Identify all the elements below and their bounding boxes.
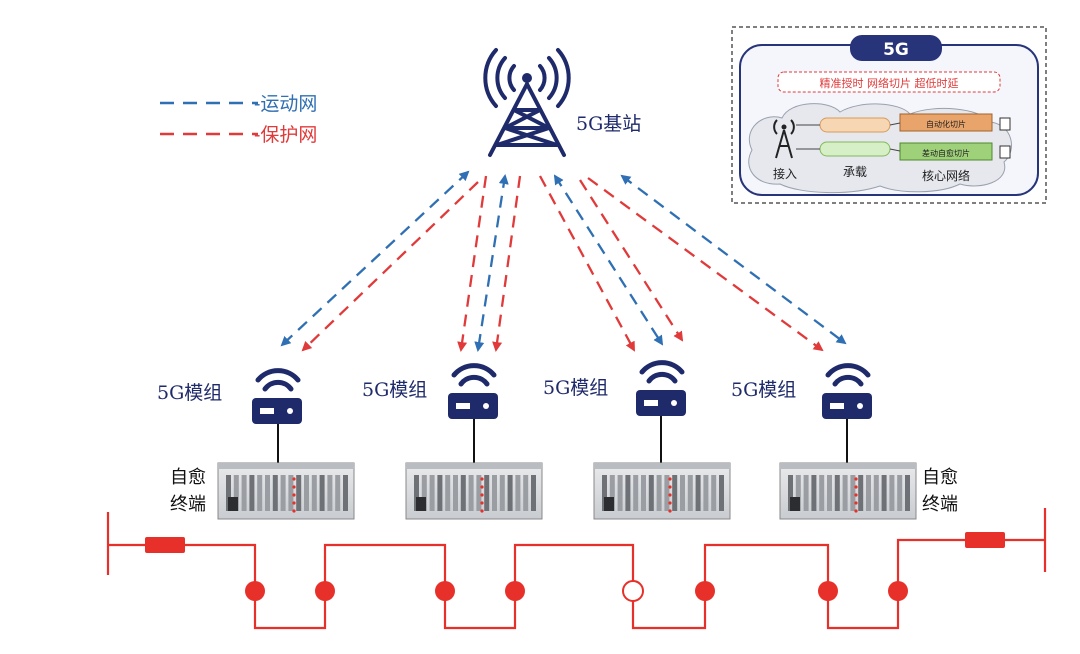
switch-closed bbox=[888, 581, 908, 601]
router-icon bbox=[252, 368, 302, 424]
terminal-device bbox=[779, 462, 917, 520]
switch-closed bbox=[315, 581, 335, 601]
base-station-label: 5G基站 bbox=[576, 113, 641, 135]
link-arrows bbox=[280, 170, 847, 352]
inset-slice-bottom: 差动自愈切片 bbox=[922, 148, 970, 158]
inset-5g-panel: 5G 精准授时 网络切片 超低时延 自动化切片 差动自愈切片 接入 承载 核心网… bbox=[731, 26, 1047, 204]
legend: -运动网 -保护网 bbox=[160, 93, 317, 146]
distribution-line bbox=[106, 508, 1047, 630]
cell-tower-icon bbox=[483, 48, 571, 157]
module-label: 5G模组 bbox=[362, 379, 427, 401]
breaker-right bbox=[965, 532, 1005, 548]
switch-closed bbox=[435, 581, 455, 601]
legend-label-motion: -运动网 bbox=[254, 93, 317, 115]
switch-closed bbox=[818, 581, 838, 601]
legend-label-protection: -保护网 bbox=[254, 124, 317, 146]
terminal-label-right-1: 自愈 bbox=[922, 467, 958, 488]
module-label: 5G模组 bbox=[157, 382, 222, 404]
terminal-racks bbox=[217, 462, 917, 520]
inset-features: 精准授时 网络切片 超低时延 bbox=[820, 76, 959, 90]
switch-open bbox=[622, 580, 644, 602]
terminal-device bbox=[593, 462, 731, 520]
module-4: 5G模组 bbox=[731, 363, 872, 463]
switch-closed bbox=[245, 581, 265, 601]
terminal-label-left-2: 终端 bbox=[170, 494, 206, 515]
breakers bbox=[145, 532, 1005, 553]
router-icon bbox=[448, 363, 498, 419]
module-1: 5G模组 bbox=[157, 368, 302, 463]
module-2: 5G模组 bbox=[362, 363, 498, 463]
terminal-device bbox=[405, 462, 543, 520]
module-label: 5G模组 bbox=[543, 377, 608, 399]
inset-core: 核心网络 bbox=[922, 168, 970, 183]
terminal-device bbox=[217, 462, 355, 520]
terminal-label-right-2: 终端 bbox=[922, 494, 958, 515]
module-3: 5G模组 bbox=[543, 360, 686, 463]
inset-badge: 5G bbox=[883, 40, 909, 60]
switch-closed bbox=[505, 581, 525, 601]
switches bbox=[245, 580, 908, 602]
mini-tower-icon bbox=[773, 119, 795, 159]
router-icon bbox=[822, 363, 872, 419]
switch-closed bbox=[695, 581, 715, 601]
breaker-left bbox=[145, 537, 185, 553]
module-label: 5G模组 bbox=[731, 379, 796, 401]
terminal-label-left-1: 自愈 bbox=[170, 467, 206, 488]
router-icon bbox=[636, 360, 686, 416]
inset-slice-top: 自动化切片 bbox=[926, 119, 966, 129]
inset-access: 接入 bbox=[773, 166, 797, 181]
inset-bearer: 承载 bbox=[843, 165, 867, 179]
